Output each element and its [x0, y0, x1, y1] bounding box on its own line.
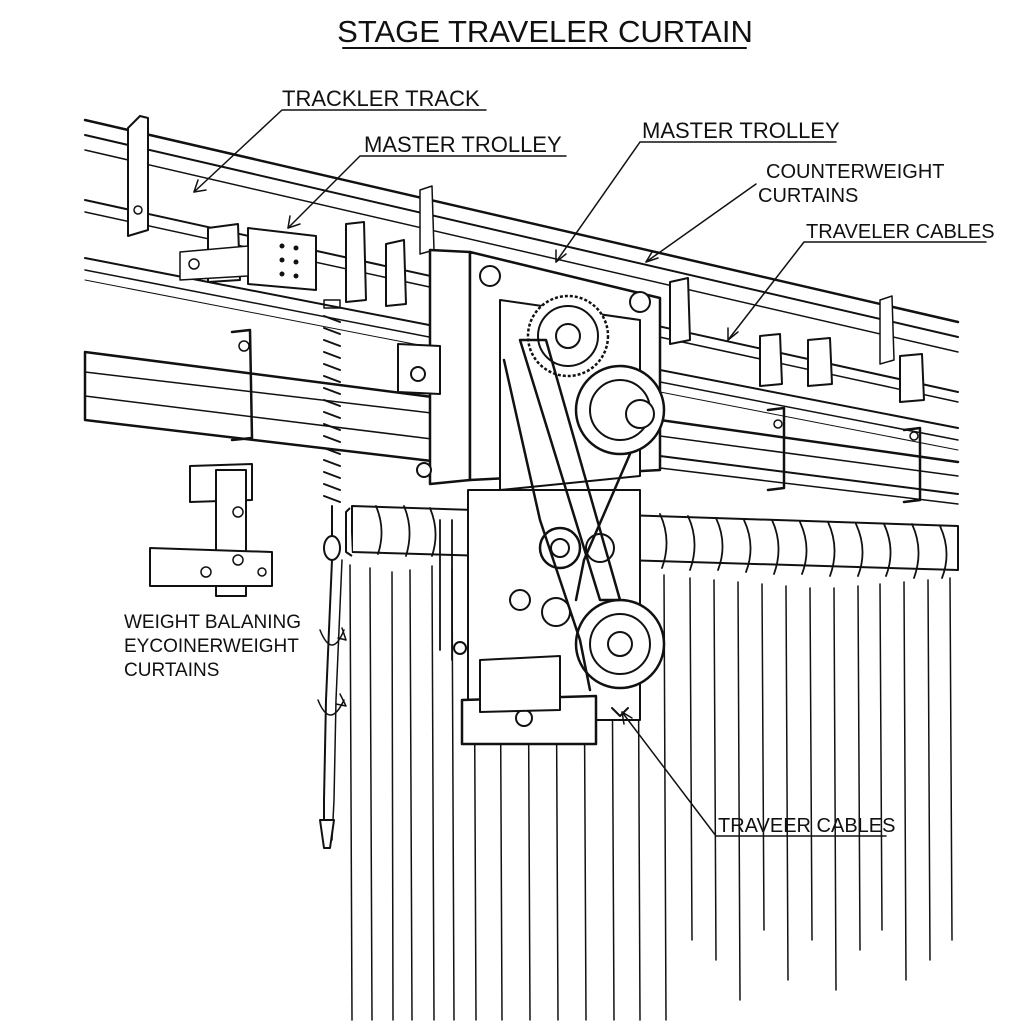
pulley-system: [502, 294, 666, 717]
label-master-trolley-right: MASTER TROLLEY: [642, 118, 840, 143]
counterweight-line: [317, 299, 347, 849]
leader-lines: [193, 109, 987, 837]
left-trolley: [179, 227, 317, 291]
label-master-trolley-left: MASTER TROLLEY: [364, 132, 562, 157]
track-hangers: [127, 115, 925, 403]
diagram-title: STAGE TRAVELER CURTAIN: [337, 14, 753, 49]
track-hooks: [230, 328, 922, 504]
label-trackler-track: TRACKLER TRACK: [282, 86, 480, 111]
label-weight-line1: WEIGHT BALANING: [124, 612, 301, 633]
curtain-folds: [349, 564, 953, 1021]
curtain-rod: [345, 505, 959, 579]
label-traveler-cables: TRAVELER CABLES: [806, 221, 995, 243]
detached-bracket: [149, 463, 273, 597]
label-weight-line2: EYCOINERWEIGHT: [124, 636, 299, 657]
label-traveer-cables: TRAVEER CABLES: [718, 815, 895, 837]
label-weight-line3: CURTAINS: [124, 660, 219, 681]
label-counterweight-line2: CURTAINS: [758, 185, 858, 207]
label-counterweight-line1: COUNTERWEIGHT: [766, 161, 945, 183]
lower-track: [83, 350, 960, 505]
